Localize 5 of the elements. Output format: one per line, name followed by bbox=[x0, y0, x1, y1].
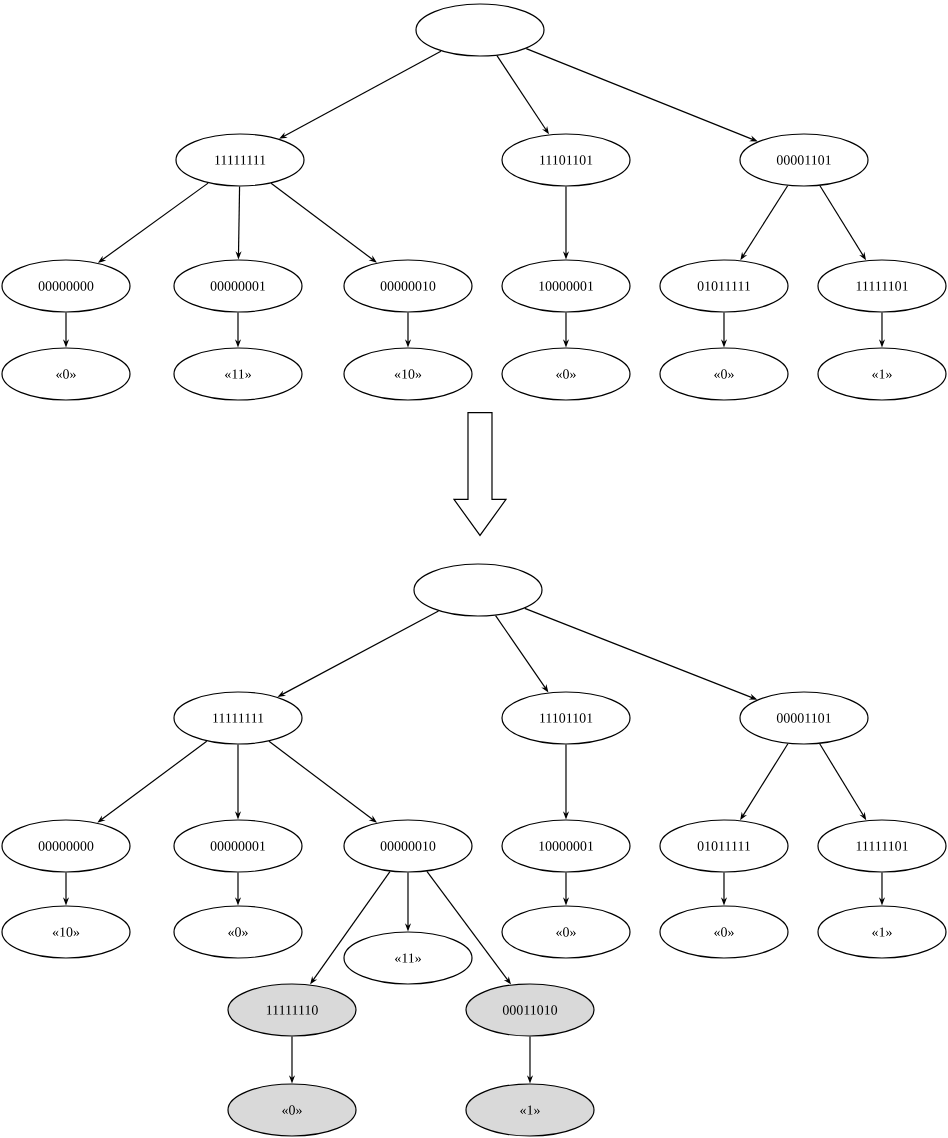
arrow bbox=[268, 740, 377, 823]
root-ellipse bbox=[413, 563, 543, 617]
block-arrow bbox=[452, 412, 508, 537]
arrow bbox=[270, 182, 377, 263]
root-ellipse bbox=[415, 3, 545, 57]
